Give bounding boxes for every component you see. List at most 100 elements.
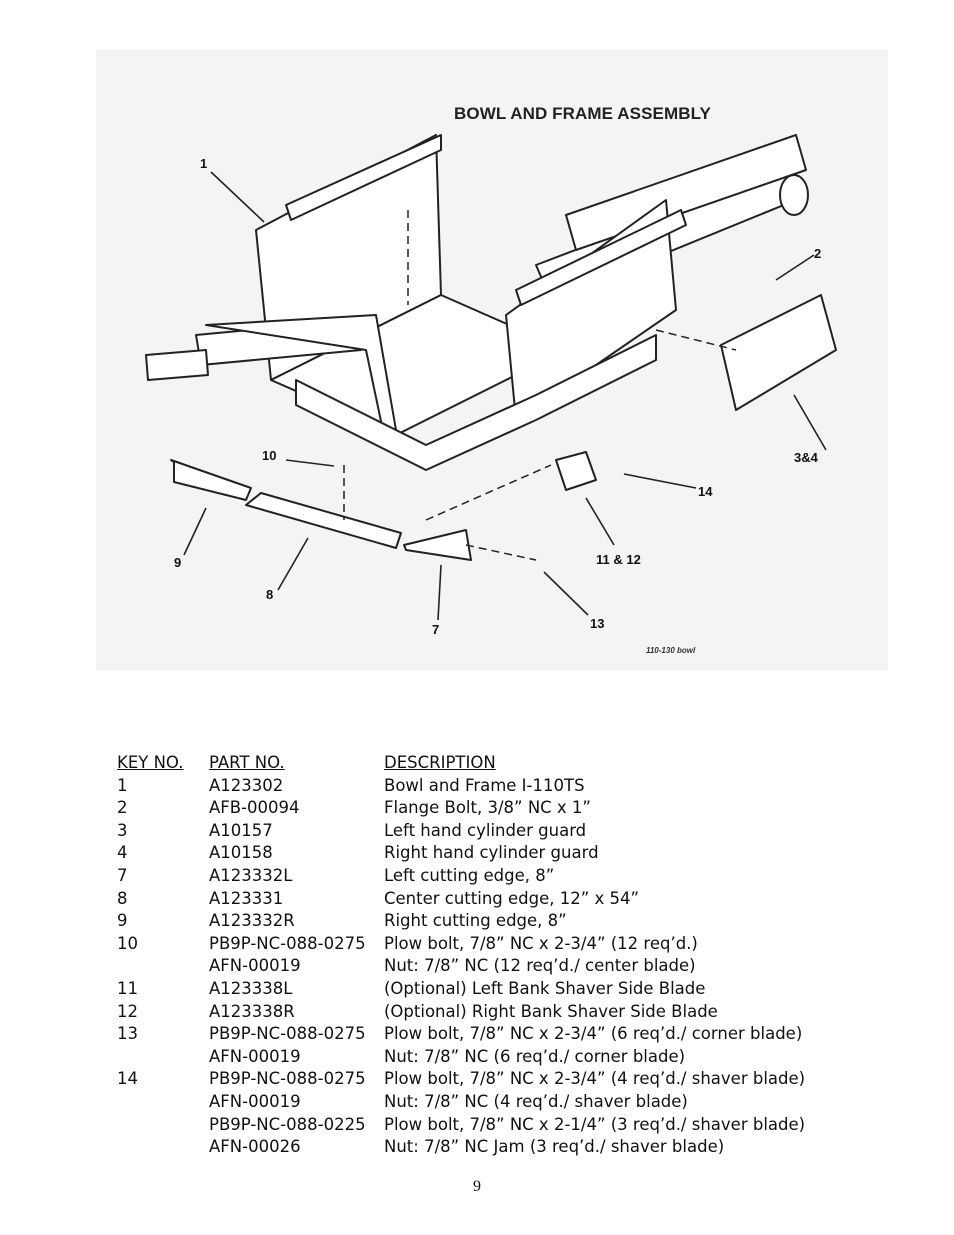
parts-table: KEY NO. PART NO. DESCRIPTION 1 A123302 Bow… bbox=[117, 752, 844, 1159]
description-cell: Center cutting edge, 12” x 54” bbox=[384, 888, 640, 908]
parts-table-header: KEY NO. PART NO. DESCRIPTION bbox=[117, 752, 844, 775]
header-part-no: PART NO. bbox=[209, 753, 285, 772]
key-cell bbox=[117, 1136, 209, 1159]
table-row: 4 A10158 Right hand cylinder guard bbox=[117, 842, 844, 865]
part-cell: A10158 bbox=[209, 843, 273, 863]
figure-title: BOWL AND FRAME ASSEMBLY bbox=[454, 104, 711, 123]
bowl-right-wall bbox=[505, 199, 677, 421]
key-cell bbox=[117, 1091, 209, 1114]
description-cell: Nut: 7/8” NC Jam (3 req’d./ shaver blade… bbox=[384, 1137, 725, 1157]
arrow-13 bbox=[543, 571, 589, 616]
lower-frame bbox=[295, 334, 657, 471]
description-cell: Flange Bolt, 3/8” NC x 1” bbox=[384, 798, 591, 818]
arrow-1 bbox=[210, 171, 265, 223]
part-cell: AFN-00019 bbox=[209, 1046, 301, 1066]
cutting-edge-center-8 bbox=[245, 492, 402, 549]
key-cell bbox=[117, 955, 209, 978]
key-cell: 11 bbox=[117, 978, 138, 998]
description-cell: Right cutting edge, 8” bbox=[384, 911, 567, 931]
parts-table-body: 1 A123302 Bowl and Frame I-110TS 2 AFB-00094… bbox=[117, 775, 844, 1159]
table-row: 1 A123302 Bowl and Frame I-110TS bbox=[117, 775, 844, 798]
part-cell: AFN-00019 bbox=[209, 956, 301, 976]
description-cell: Left hand cylinder guard bbox=[384, 820, 587, 840]
key-cell: 2 bbox=[117, 798, 128, 818]
hitch-left bbox=[145, 349, 209, 381]
table-row: PB9P-NC-088-0225 Plow bolt, 7/8” NC x 2-1… bbox=[117, 1114, 844, 1137]
callout-7: 7 bbox=[432, 622, 440, 637]
part-cell: PB9P-NC-088-0275 bbox=[209, 933, 366, 953]
key-cell bbox=[117, 1046, 209, 1069]
header-description: DESCRIPTION bbox=[384, 753, 496, 772]
part-cell: A123302 bbox=[209, 775, 284, 795]
part-cell: A123332L bbox=[209, 865, 293, 885]
key-cell: 10 bbox=[117, 933, 138, 953]
arrow-34 bbox=[793, 394, 827, 451]
table-row: 8 A123331 Center cutting edge, 12” x 54” bbox=[117, 888, 844, 911]
table-row: 14 PB9P-NC-088-0275 Plow bolt, 7/8” NC x 2… bbox=[117, 1068, 844, 1091]
arrow-1112 bbox=[585, 497, 615, 546]
cutting-edge-left-7 bbox=[403, 529, 472, 561]
bowl-right-top bbox=[515, 209, 687, 306]
page-number: 9 bbox=[473, 1178, 481, 1195]
callout-10: 10 bbox=[262, 448, 277, 463]
part-cell: A10157 bbox=[209, 820, 273, 840]
description-cell: (Optional) Right Bank Shaver Side Blade bbox=[384, 1001, 718, 1021]
description-cell: Plow bolt, 7/8” NC x 2-1/4” (3 req’d./ s… bbox=[384, 1114, 806, 1134]
part-cell: AFB-00094 bbox=[209, 798, 300, 818]
description-cell: Plow bolt, 7/8” NC x 2-3/4” (4 req’d./ s… bbox=[384, 1069, 806, 1089]
table-row: AFN-00019 Nut: 7/8” NC (6 req’d./ corner … bbox=[117, 1046, 844, 1069]
part-cell: A123332R bbox=[209, 911, 295, 931]
description-cell: Bowl and Frame I-110TS bbox=[384, 775, 585, 795]
dash-corner bbox=[465, 544, 537, 561]
callout-8: 8 bbox=[266, 587, 274, 602]
dash-guard bbox=[655, 329, 737, 351]
key-cell: 8 bbox=[117, 888, 128, 908]
part-cell: A123338L bbox=[209, 978, 293, 998]
roller-end bbox=[779, 174, 809, 216]
callout-14: 14 bbox=[698, 484, 713, 499]
description-cell: Nut: 7/8” NC (4 req’d./ shaver blade) bbox=[384, 1091, 688, 1111]
table-row: 9 A123332R Right cutting edge, 8” bbox=[117, 910, 844, 933]
figure-code: 110-130 bowl bbox=[646, 646, 696, 655]
arrow-8 bbox=[277, 537, 309, 591]
description-cell: Plow bolt, 7/8” NC x 2-3/4” (6 req’d./ c… bbox=[384, 1024, 803, 1044]
part-cell: A123331 bbox=[209, 888, 284, 908]
part-cell: PB9P-NC-088-0275 bbox=[209, 1069, 366, 1089]
arrow-10 bbox=[285, 459, 335, 467]
arrow-7 bbox=[437, 564, 442, 621]
table-row: 3 A10157 Left hand cylinder guard bbox=[117, 820, 844, 843]
arrow-14 bbox=[623, 473, 697, 489]
part-cell: PB9P-NC-088-0225 bbox=[209, 1114, 366, 1134]
key-cell: 9 bbox=[117, 911, 128, 931]
key-cell: 12 bbox=[117, 1001, 138, 1021]
key-cell bbox=[117, 1114, 209, 1137]
callout-11-12: 11 & 12 bbox=[596, 552, 641, 567]
frame-rail-top bbox=[565, 134, 807, 251]
description-cell: Plow bolt, 7/8” NC x 2-3/4” (12 req’d.) bbox=[384, 933, 698, 953]
callout-2: 2 bbox=[814, 246, 822, 261]
part-cell: PB9P-NC-088-0275 bbox=[209, 1024, 366, 1044]
assembly-diagram: BOWL AND FRAME ASSEMBLY 1 2 3&4 10 14 9 … bbox=[96, 50, 888, 670]
key-cell: 3 bbox=[117, 820, 128, 840]
key-cell: 4 bbox=[117, 843, 128, 863]
description-cell: Nut: 7/8” NC (6 req’d./ corner blade) bbox=[384, 1046, 686, 1066]
description-cell: Left cutting edge, 8” bbox=[384, 865, 555, 885]
key-cell: 14 bbox=[117, 1069, 138, 1089]
arrow-2 bbox=[775, 254, 815, 281]
callout-13: 13 bbox=[590, 616, 605, 631]
callout-1: 1 bbox=[200, 156, 208, 171]
description-cell: Right hand cylinder guard bbox=[384, 843, 599, 863]
bowl-frame-drawing bbox=[145, 134, 837, 621]
key-cell: 1 bbox=[117, 775, 128, 795]
table-row: 2 AFB-00094 Flange Bolt, 3/8” NC x 1” bbox=[117, 797, 844, 820]
shaver-blade-11-12 bbox=[555, 451, 597, 491]
callout-9: 9 bbox=[174, 555, 182, 570]
table-row: 7 A123332L Left cutting edge, 8” bbox=[117, 865, 844, 888]
key-cell: 7 bbox=[117, 865, 128, 885]
